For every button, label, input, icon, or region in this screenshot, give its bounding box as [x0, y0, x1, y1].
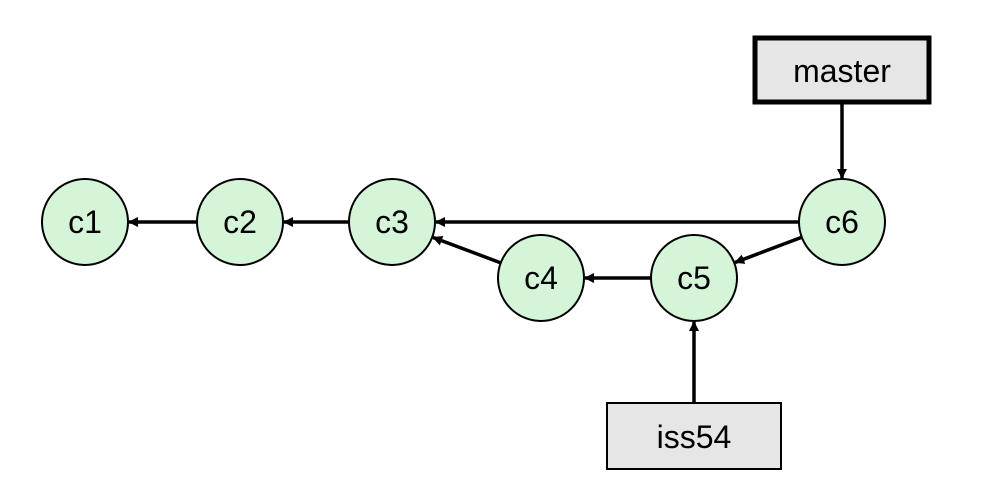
commit-node-c5: c5	[650, 234, 738, 322]
arrow-c6-to-c5	[734, 235, 803, 265]
branch-ref-iss54: iss54	[606, 402, 782, 470]
branch-box	[752, 35, 932, 105]
commit-node-c3: c3	[348, 178, 436, 266]
commit-node-c6: c6	[798, 178, 886, 266]
refs-layer: master iss54	[606, 35, 932, 470]
commit-label: c6	[825, 204, 859, 240]
commit-circle	[497, 234, 585, 322]
nodes-layer: c1 c2 c3 c4 c5 c6	[41, 178, 886, 322]
commit-label: c2	[223, 204, 257, 240]
commit-label: c5	[677, 260, 711, 296]
edges-layer	[128, 102, 847, 403]
arrow-c4-to-c3	[432, 235, 502, 265]
branch-label: iss54	[657, 419, 732, 455]
commit-node-c1: c1	[41, 178, 129, 266]
commit-circle	[196, 178, 284, 266]
commit-label: c3	[375, 204, 409, 240]
branch-ref-master: master	[752, 35, 932, 105]
commit-circle	[650, 234, 738, 322]
commit-label: c4	[524, 260, 558, 296]
commit-node-c4: c4	[497, 234, 585, 322]
branch-label: master	[793, 53, 891, 89]
commit-label: c1	[68, 204, 102, 240]
commit-circle	[41, 178, 129, 266]
commit-circle	[798, 178, 886, 266]
commit-circle	[348, 178, 436, 266]
commit-node-c2: c2	[196, 178, 284, 266]
branch-box	[606, 402, 782, 470]
